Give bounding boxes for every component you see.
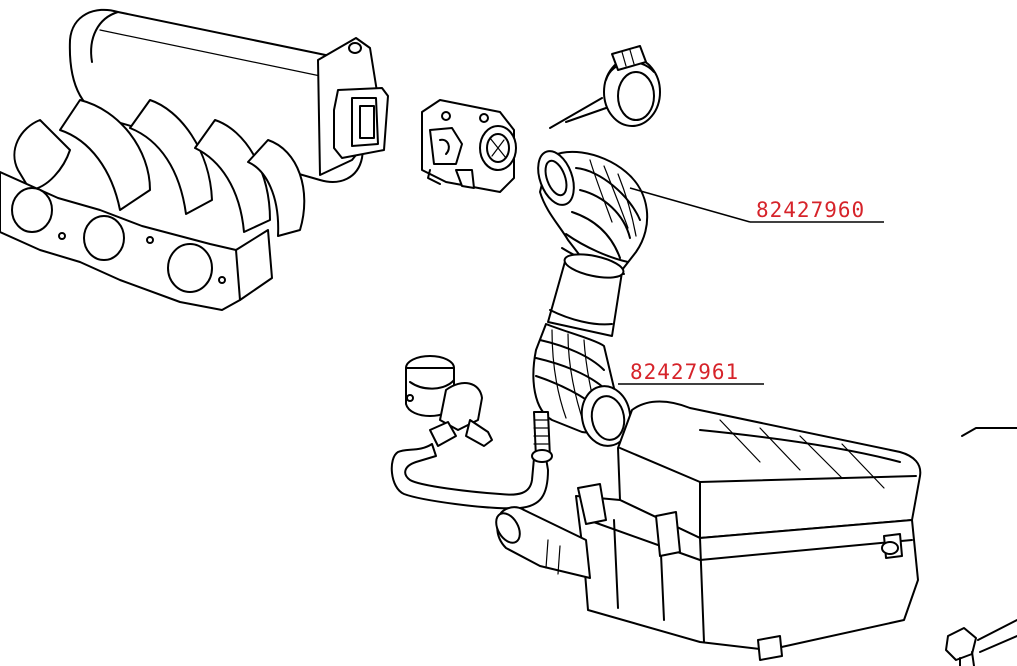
- upper-intake-hose: [537, 150, 649, 337]
- breather-hose: [390, 411, 553, 510]
- callout-upper: 82427960: [629, 187, 884, 223]
- leader-line-upper: [629, 187, 751, 223]
- part-number-label-upper: 82427960: [756, 198, 865, 222]
- hose-clamp: [549, 45, 661, 129]
- lower-intake-hose: [532, 323, 632, 447]
- part-number-label-lower: 82427961: [630, 360, 739, 384]
- air-filter-box: [495, 400, 922, 661]
- callout-lower: 82427961: [618, 360, 764, 385]
- right-edge-part: [945, 427, 1017, 666]
- throttle-body: [421, 99, 517, 193]
- idle-air-valve: [405, 355, 493, 447]
- intake-manifold: [0, 8, 389, 311]
